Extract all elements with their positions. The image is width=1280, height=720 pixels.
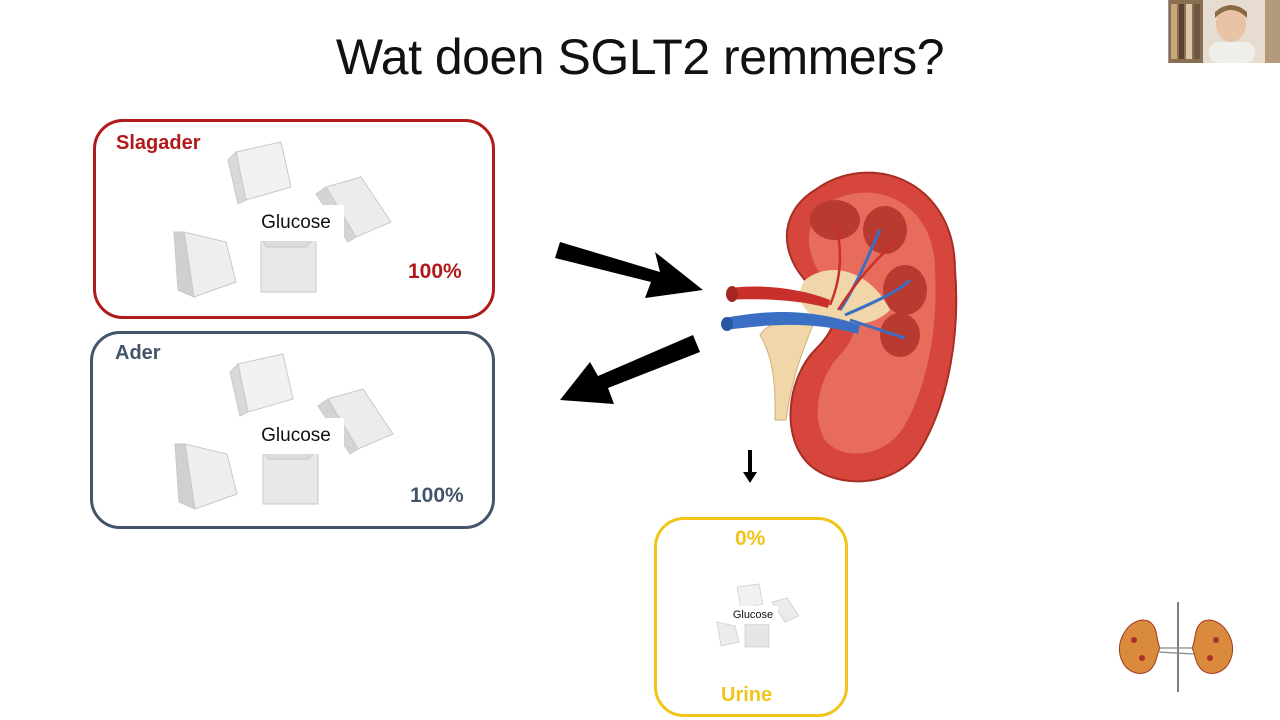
slide-title: Wat doen SGLT2 remmers?	[335, 29, 945, 85]
ader-panel: Ader Glucose 100%	[90, 331, 495, 529]
kidney-illustration	[721, 171, 958, 483]
webcam-thumbnail	[1168, 0, 1280, 63]
arrow-down-icon	[743, 450, 757, 483]
urine-percent: 0%	[735, 527, 766, 550]
urine-panel: 0% Glucose Urine	[654, 517, 848, 717]
slagader-glucose-label: Glucose	[248, 205, 344, 241]
ader-glucose-label: Glucose	[248, 418, 344, 454]
urine-glucose-label: Glucose	[728, 606, 778, 624]
ader-percent: 100%	[410, 484, 464, 507]
slagader-label: Slagader	[116, 132, 201, 154]
sugar-cubes-icon	[174, 353, 394, 510]
sugar-cubes-icon	[173, 141, 392, 298]
slagader-panel: Slagader Glucose 100%	[93, 119, 495, 319]
ader-label: Ader	[115, 342, 161, 364]
urine-label: Urine	[721, 684, 773, 706]
kidney-logo-icon	[1118, 602, 1234, 692]
arrow-from-kidney-icon	[560, 335, 700, 404]
sugar-cubes-icon	[716, 583, 800, 648]
slagader-percent: 100%	[408, 260, 462, 283]
arrow-to-kidney-icon	[555, 242, 703, 298]
